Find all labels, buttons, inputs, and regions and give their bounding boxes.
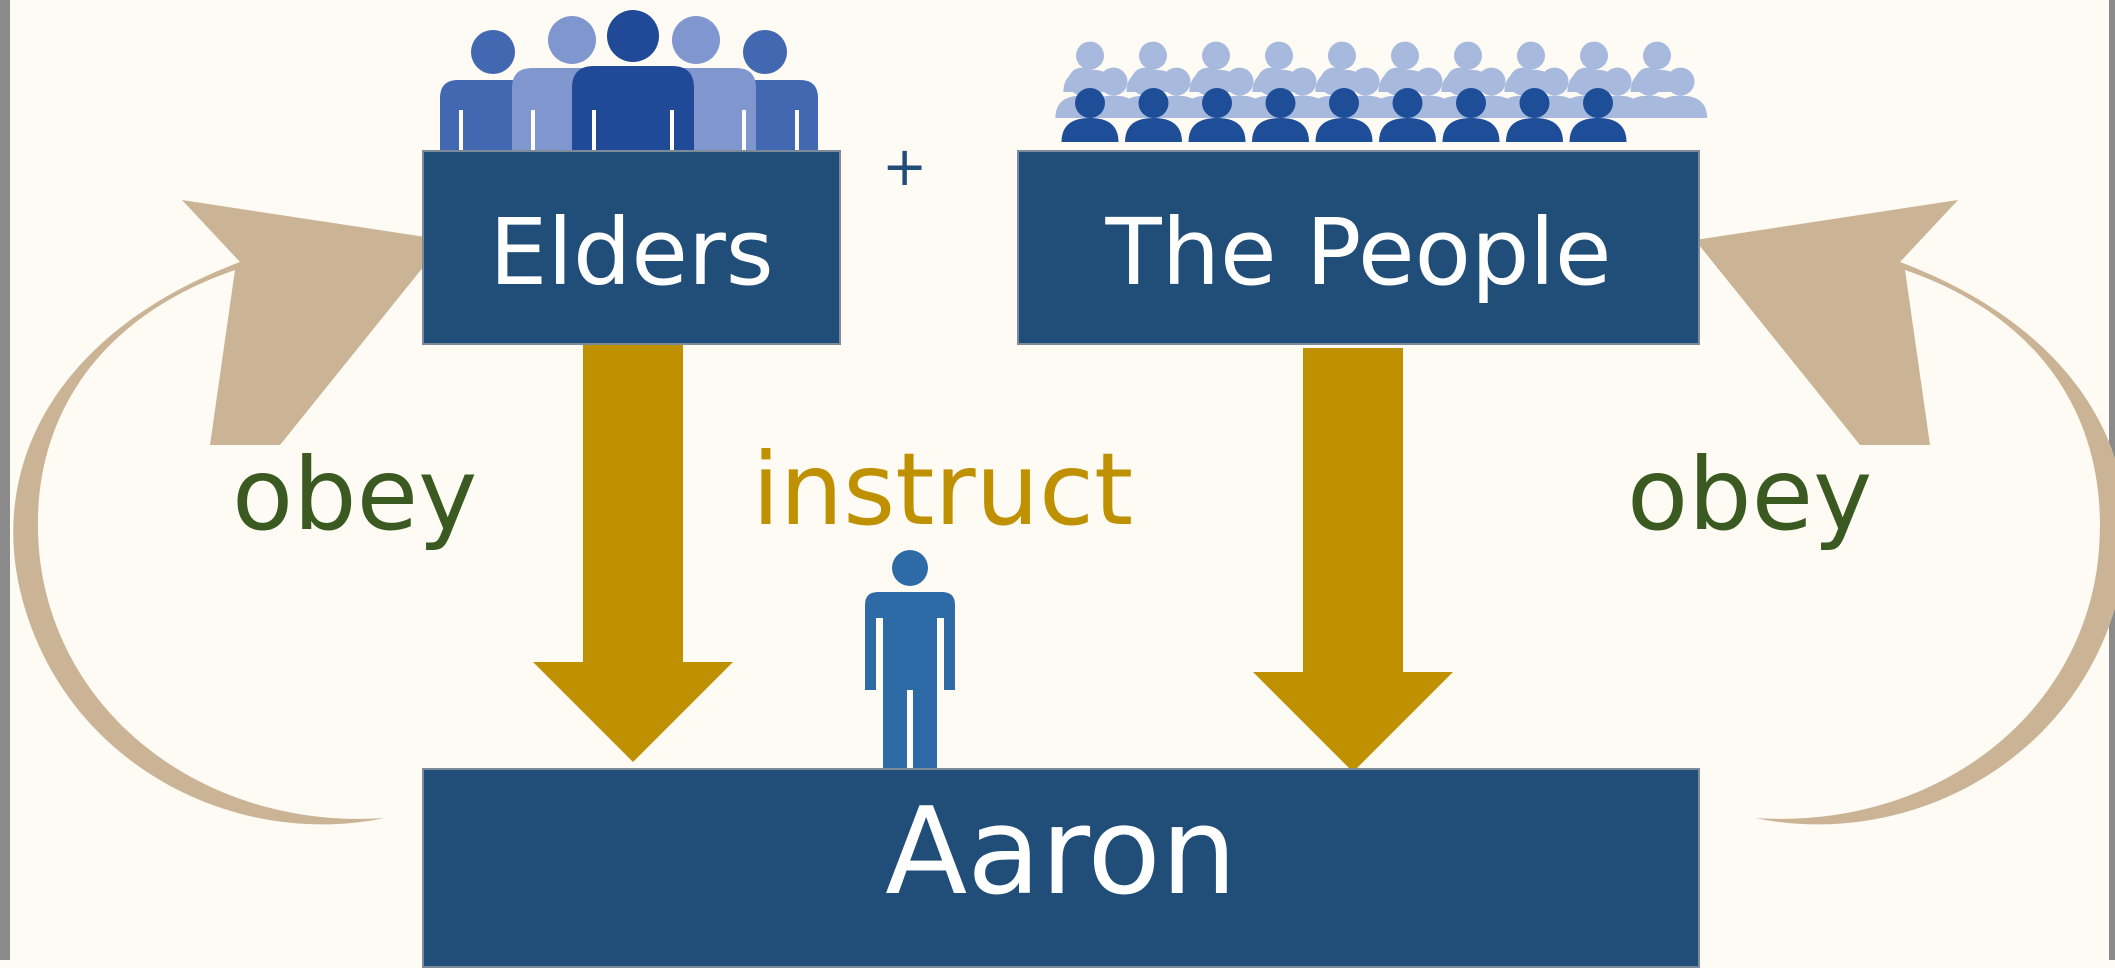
aaron-label: Aaron	[885, 783, 1237, 922]
crowd-person	[1061, 88, 1119, 142]
elder-figure	[572, 10, 694, 160]
people-down-arrow	[1253, 348, 1453, 772]
elders-box: Elders	[422, 150, 841, 345]
elders-label: Elders	[489, 198, 774, 306]
crowd-person	[1188, 88, 1246, 142]
crowd-person	[1379, 88, 1436, 142]
crowd-person	[1126, 41, 1180, 92]
obey-left-curved-arrow	[13, 200, 445, 825]
people-box: The People	[1017, 150, 1700, 345]
instruct-label: instruct	[752, 431, 1134, 548]
frame-left-border	[0, 0, 10, 960]
crowd-person	[1442, 88, 1500, 142]
crowd-person	[1569, 88, 1627, 142]
crowd-person	[1630, 41, 1684, 92]
people-label: The People	[1105, 198, 1612, 306]
crowd-person	[1378, 41, 1432, 92]
crowd-person	[1504, 41, 1558, 92]
crowd-person	[1063, 41, 1117, 92]
aaron-box: Aaron	[422, 768, 1700, 968]
crowd-person	[1189, 41, 1243, 92]
crowd-person	[1252, 41, 1306, 92]
obey-right-label: obey	[1627, 436, 1873, 553]
obey-left-label: obey	[232, 436, 478, 553]
elders-down-arrow	[533, 338, 733, 762]
plus-sign: +	[882, 135, 928, 198]
crowd-person	[1315, 41, 1369, 92]
crowd-person	[1125, 88, 1182, 142]
crowd-person	[1567, 41, 1621, 92]
obey-right-curved-arrow	[1695, 200, 2115, 825]
crowd-person	[1252, 88, 1309, 142]
crowd-person	[1441, 41, 1495, 92]
crowd-person	[1315, 88, 1373, 142]
crowd-person	[1506, 88, 1563, 142]
